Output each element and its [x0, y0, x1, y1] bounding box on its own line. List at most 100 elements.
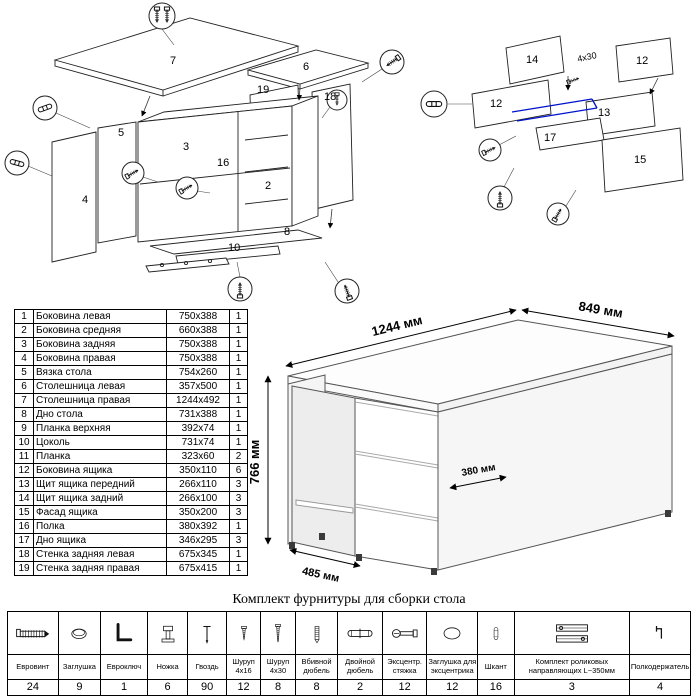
shelf-line — [139, 167, 291, 185]
part-name-cell: Щит ящика передний — [33, 477, 167, 492]
hardware-name-cell: Ножка — [146, 654, 189, 680]
part-name-cell: Вязка стола — [33, 365, 167, 380]
part-qty-cell: 1 — [229, 393, 248, 408]
part-number-cell: 13 — [14, 477, 34, 492]
rail-hole — [207, 258, 213, 264]
part-qty-cell: 1 — [229, 547, 248, 562]
part-size-cell: 380x392 — [166, 519, 230, 534]
part-qty-cell: 1 — [229, 337, 248, 352]
part-qty-cell: 1 — [229, 323, 248, 338]
part-size-cell: 350x200 — [166, 505, 230, 520]
cap-plug-icon — [59, 613, 100, 654]
part-number-cell: 1 — [14, 309, 34, 324]
part-name-cell: Боковина ящика — [33, 463, 167, 478]
part-label: 13 — [598, 107, 610, 119]
part-size-cell: 392x74 — [166, 421, 230, 436]
carcass-front-face — [137, 105, 293, 243]
part-qty-cell: 1 — [229, 407, 248, 422]
part-number-cell: 17 — [14, 533, 34, 548]
part-qty-cell: 1 — [229, 435, 248, 450]
parts-table: 1 Боковина левая 750x388 1 2 Боковина ср… — [14, 309, 248, 576]
parts-table-row: 1 Боковина левая 750x388 1 — [14, 309, 248, 324]
part-qty-cell: 1 — [229, 379, 248, 394]
screw-long-icon — [262, 613, 294, 654]
part-number-cell: 12 — [14, 463, 34, 478]
hardware-name-cell: Полкодержатель — [629, 654, 691, 680]
carcass-right-face — [291, 95, 319, 227]
part-qty-cell: 1 — [229, 421, 248, 436]
part-qty-cell: 6 — [229, 463, 248, 478]
part-qty-cell: 3 — [229, 491, 248, 506]
callout-circle — [420, 90, 448, 118]
hardware-callouts — [420, 75, 580, 226]
screw-size-note: 4x30 — [576, 50, 597, 64]
hardware-qty-cell: 24 — [7, 679, 59, 696]
hardware-callouts — [4, 2, 405, 304]
part-size-cell: 266x100 — [166, 491, 230, 506]
drive-dowel-icon — [296, 613, 337, 654]
part-size-cell: 660x388 — [166, 323, 230, 338]
part-name-cell: Боковина средняя — [33, 323, 167, 338]
hardware-icon-cell — [477, 611, 515, 655]
parts-table-row: 14 Щит ящика задний 266x100 3 — [14, 491, 248, 506]
part-name-cell: Полка — [33, 519, 167, 534]
hardware-icon-cell — [7, 611, 59, 655]
shelf-support-icon — [631, 613, 690, 654]
part-number-cell: 15 — [14, 505, 34, 520]
part-qty-cell: 1 — [229, 561, 248, 576]
part-number-cell: 8 — [14, 407, 34, 422]
parts-table-row: 9 Планка верхняя 392x74 1 — [14, 421, 248, 436]
hardware-kit-title: Комплект фурнитуры для сборки стола — [232, 592, 466, 607]
hardware-name-cell: Шуруп 4x16 — [225, 654, 262, 680]
nail-icon — [189, 613, 226, 654]
part-number-cell: 18 — [14, 547, 34, 562]
part-size-cell: 350x110 — [166, 463, 230, 478]
hex-key-icon — [102, 613, 147, 654]
hardware-qty-cell: 8 — [260, 679, 296, 696]
callout-circle — [4, 150, 30, 176]
part-size-cell: 754x260 — [166, 365, 230, 380]
parts-table-row: 3 Боковина задняя 750x388 1 — [14, 337, 248, 352]
hardware-qty-row: 24 9 1 6 90 12 8 8 2 12 12 16 — [7, 679, 691, 696]
part-qty-cell: 2 — [229, 449, 248, 464]
hardware-name-cell: Гвоздь — [187, 654, 227, 680]
part-label: 8 — [284, 226, 290, 238]
part-name-cell: Боковина левая — [33, 309, 167, 324]
width-dimension-label: 1244 мм — [370, 312, 424, 339]
part-qty-cell: 3 — [229, 477, 248, 492]
hardware-qty-cell: 1 — [100, 679, 148, 696]
left-side-panel — [51, 131, 97, 263]
cabinet-right-side — [437, 353, 673, 571]
part-name-cell: Боковина задняя — [33, 337, 167, 352]
part-number-cell: 4 — [14, 351, 34, 366]
hardware-qty-cell: 8 — [294, 679, 339, 696]
parts-table-row: 18 Стенка задняя левая 675x345 1 — [14, 547, 248, 562]
part-label: 12 — [490, 98, 502, 110]
part-number-cell: 5 — [14, 365, 34, 380]
part-name-cell: Фасад ящика — [33, 505, 167, 520]
part-label: 18 — [324, 91, 336, 103]
hardware-qty-cell: 90 — [187, 679, 227, 696]
desk-render: 1244 мм 849 мм 766 мм 380 мм 485 мм — [248, 298, 675, 585]
part-name-cell: Щит ящика задний — [33, 491, 167, 506]
drawer-cabinet-front — [354, 397, 439, 571]
part-number-cell: 6 — [14, 379, 34, 394]
hardware-table-body: Евровинт Заглушка Евроключ Ножка Гвоздь … — [7, 611, 691, 696]
roller-guides-icon — [515, 613, 629, 654]
part-label: 12 — [636, 55, 648, 67]
part-name-cell: Стенка задняя правая — [33, 561, 167, 576]
hardware-icon-cell — [146, 611, 189, 655]
hardware-icon-cell — [381, 611, 428, 655]
part-qty-cell: 1 — [229, 351, 248, 366]
left-crossbar-panel — [97, 121, 137, 244]
part-size-cell: 1244x492 — [166, 393, 230, 408]
parts-table-row: 4 Боковина правая 750x388 1 — [14, 351, 248, 366]
rail-hole — [183, 260, 189, 266]
exploded-drawer-panels — [471, 35, 684, 193]
hardware-icon-cell — [629, 611, 691, 655]
hardware-qty-cell: 16 — [477, 679, 515, 696]
parts-table-row: 15 Фасад ящика 350x200 3 — [14, 505, 248, 520]
width-dimension-arrow — [285, 308, 517, 368]
parts-table-row: 13 Щит ящика передний 266x110 3 — [14, 477, 248, 492]
part-size-cell: 750x388 — [166, 337, 230, 352]
